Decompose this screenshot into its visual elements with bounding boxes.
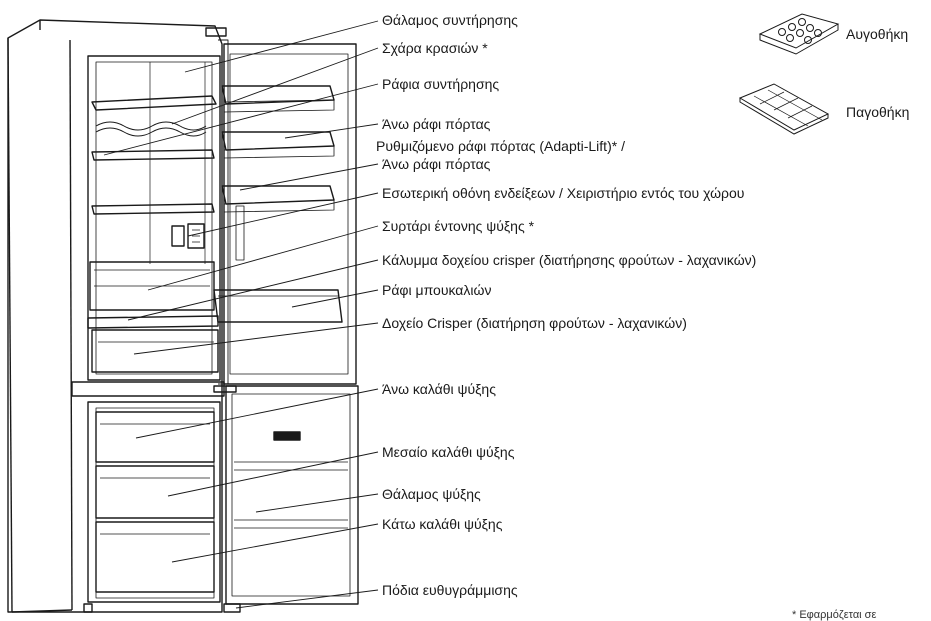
egg-tray-illustration [758, 13, 840, 55]
label-internal-display: Εσωτερική οθόνη ενδείξεων / Χειριστήριο … [382, 185, 745, 201]
label-freezer-compartment: Θάλαμος ψύξης [382, 486, 481, 502]
label-upper-freezer-basket: Άνω καλάθι ψύξης [382, 381, 496, 397]
ice-tray-illustration [738, 83, 830, 135]
label-leveling-feet: Πόδια ευθυγράμμισης [382, 582, 518, 598]
label-egg-tray: Αυγοθήκη [846, 26, 909, 42]
label-fast-cooling-drawer: Συρτάρι έντονης ψύξης * [382, 218, 535, 234]
label-upper-door-shelf: Άνω ράφι πόρτας [382, 116, 491, 132]
label-bottle-shelf: Ράφι μπουκαλιών [382, 282, 492, 298]
label-middle-freezer-basket: Μεσαίο καλάθι ψύξης [382, 444, 515, 460]
label-adjustable-door-shelf: Ρυθμιζόμενο ράφι πόρτας (Adapti-Lift)* / [376, 138, 625, 154]
label-fridge-shelves: Ράφια συντήρησης [382, 76, 500, 92]
label-lower-freezer-basket: Κάτω καλάθι ψύξης [382, 516, 503, 532]
label-crisper-cover: Κάλυμμα δοχείου crisper (διατήρησης φρού… [382, 252, 757, 268]
label-upper-door-shelf-2: Άνω ράφι πόρτας [382, 156, 491, 172]
label-fridge-compartment: Θάλαμος συντήρησης [382, 12, 518, 28]
label-ice-tray: Παγοθήκη [846, 104, 910, 120]
footnote: * Εφαρμόζεται σε [792, 609, 877, 621]
fridge-body [7, 19, 359, 613]
label-crisper: Δοχείο Crisper (διατήρηση φρούτων - λαχα… [382, 315, 687, 331]
leader-lines [103, 20, 379, 609]
label-wine-rack: Σχάρα κρασιών * [382, 40, 488, 56]
